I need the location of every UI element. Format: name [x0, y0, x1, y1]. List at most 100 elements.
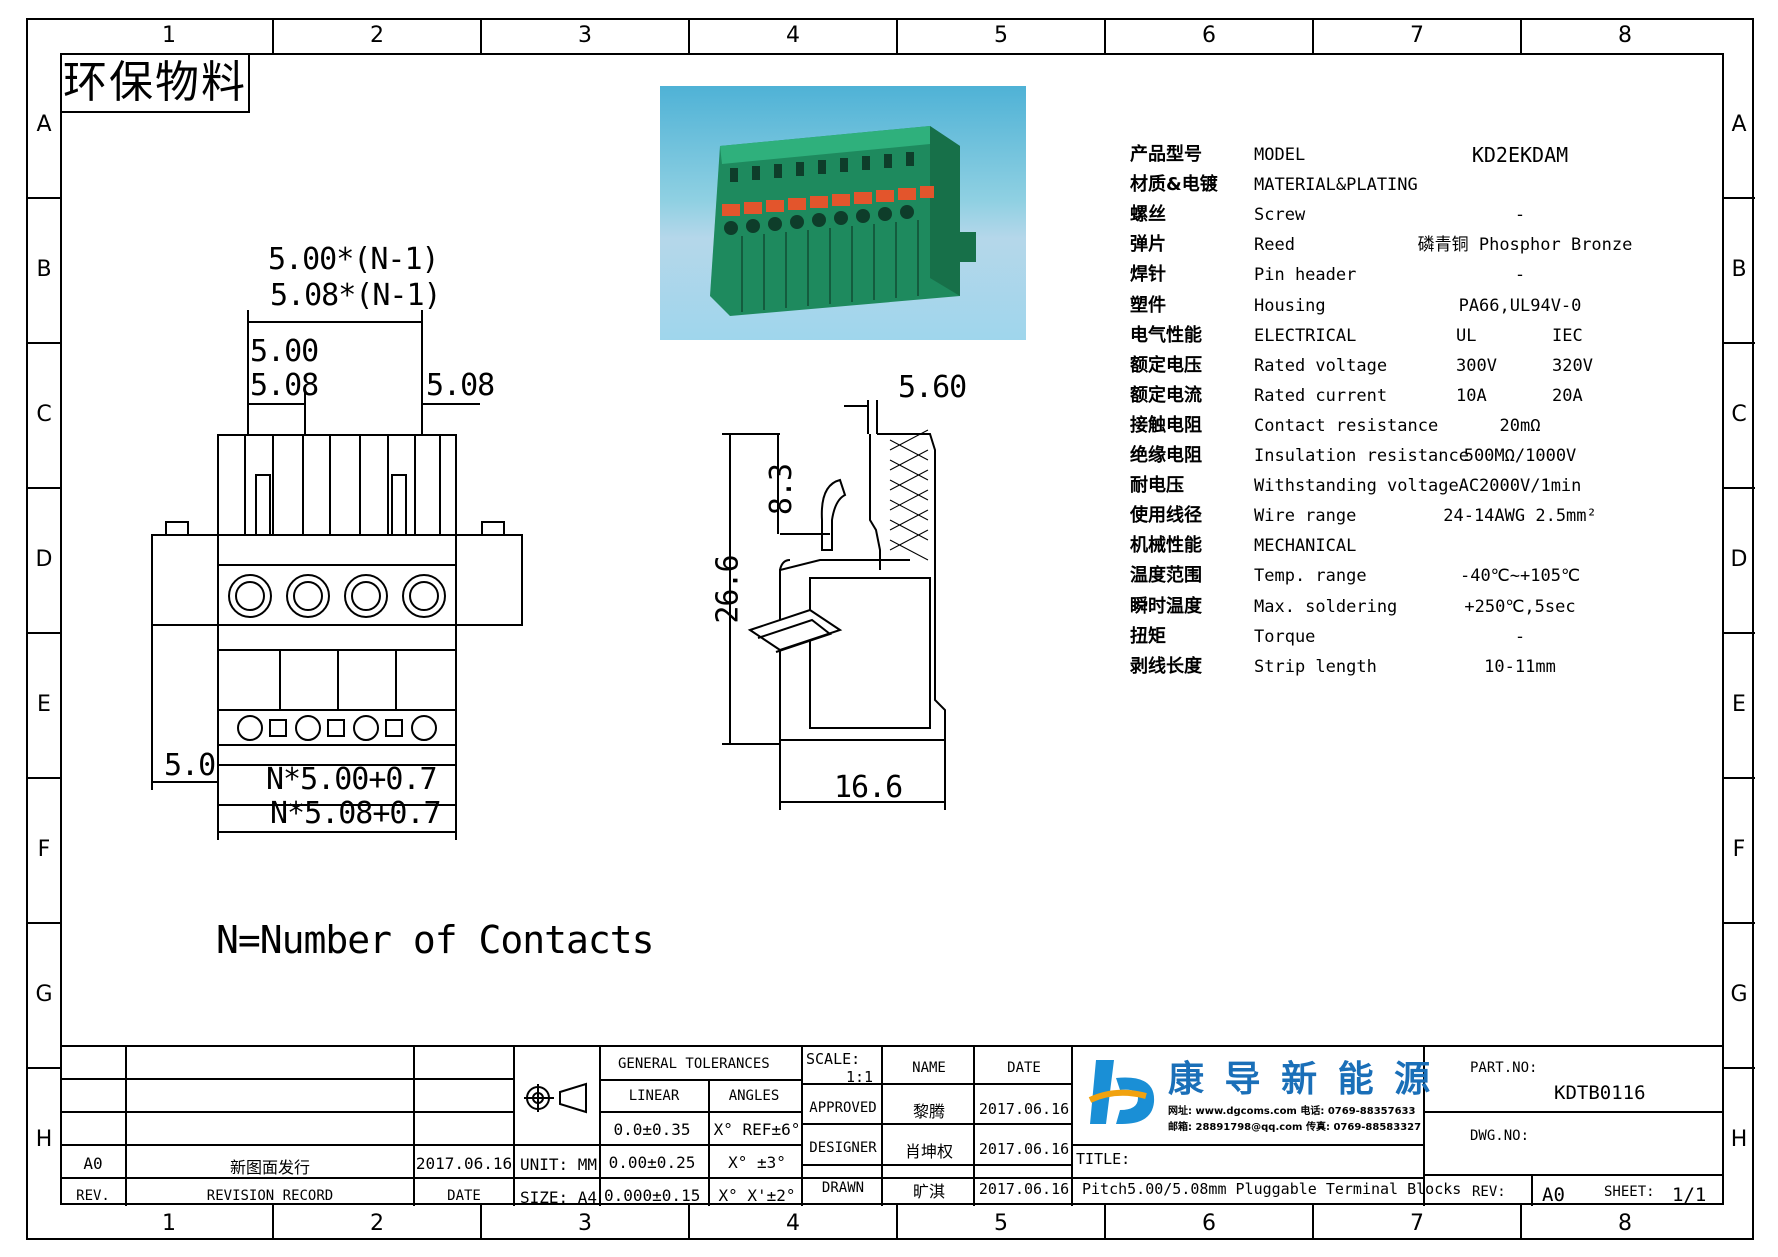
tb-part-no: KDTB0116	[1554, 1082, 1646, 1104]
column-number-bottom: 2	[370, 1211, 384, 1236]
spec-value-iec: IEC	[1552, 325, 1583, 346]
spec-label-cn: 瞬时温度	[1130, 595, 1202, 617]
spec-value: 500MΩ/1000V	[1463, 446, 1577, 466]
column-number-bottom: 1	[162, 1211, 176, 1236]
spec-label-cn: 焊针	[1130, 264, 1166, 286]
spec-label-en: Temp. range	[1254, 566, 1367, 587]
spec-label-cn: 电气性能	[1130, 324, 1202, 346]
title-block-grid	[60, 1045, 1724, 1206]
column-number-top: 7	[1410, 23, 1424, 48]
front-view-drawing	[151, 310, 523, 840]
rev-head-date: DATE	[447, 1188, 481, 1204]
spec-label-en: Rated voltage	[1254, 355, 1388, 376]
spec-value: -40℃~+105℃	[1459, 566, 1581, 587]
row-letter-left: B	[36, 257, 52, 282]
spec-label-cn: 弹片	[1130, 234, 1166, 256]
spec-label-en: Torque	[1254, 626, 1316, 647]
spec-label-en: Max. soldering	[1254, 596, 1398, 617]
spec-label-en: Reed	[1254, 235, 1295, 256]
spec-label-cn: 产品型号	[1130, 144, 1202, 165]
tb-scale-label: SCALE:	[806, 1050, 861, 1068]
spec-label-en: MECHANICAL	[1254, 536, 1357, 557]
tb-angle-2: X° ±3°	[728, 1153, 786, 1172]
column-number-top: 8	[1618, 23, 1632, 48]
spec-value-ul: 10A	[1456, 385, 1487, 406]
tb-approved-date: 2017.06.16	[978, 1100, 1070, 1118]
spec-label-cn: 额定电压	[1130, 354, 1202, 376]
tb-angle-1: X° REF±6°	[713, 1120, 801, 1139]
tb-sheet-label: SHEET:	[1604, 1184, 1655, 1200]
spec-label-cn: 剥线长度	[1130, 655, 1202, 677]
spec-label-en: Contact resistance	[1254, 415, 1439, 436]
spec-label-en: ELECTRICAL	[1254, 325, 1357, 346]
spec-label-cn: 材质&电镀	[1130, 174, 1218, 196]
tb-rev-label: REV:	[1472, 1184, 1506, 1200]
dim-pitch-500: 5.00	[250, 334, 319, 369]
spec-label-en: MODEL	[1254, 145, 1306, 165]
rev-head-rev: REV.	[76, 1188, 110, 1204]
tb-date-label: DATE	[1007, 1060, 1041, 1076]
drawing-outer-frame	[26, 18, 1754, 1240]
row-letter-right: E	[1732, 692, 1746, 717]
tb-approved-name: 黎腾	[912, 1102, 945, 1121]
spec-value: PA66,UL94V-0	[1458, 295, 1582, 316]
tb-title-value: Pitch5.00/5.08mm Pluggable Terminal Bloc…	[1082, 1180, 1462, 1198]
dim-width-166: 16.6	[834, 770, 903, 805]
terminal-block-illustration	[710, 126, 976, 316]
column-number-bottom: 8	[1618, 1211, 1632, 1236]
tb-designer-label: DESIGNER	[809, 1140, 877, 1156]
row-letter-left: A	[36, 112, 52, 137]
spec-value: 10-11mm	[1484, 656, 1556, 677]
spec-value-ul: 300V	[1456, 355, 1497, 376]
dim-width-508: N*5.08+0.7	[270, 796, 442, 831]
row-letter-right: C	[1731, 402, 1747, 427]
tb-drawn-name: 旷淇	[912, 1182, 945, 1201]
spec-label-en: Withstanding voltage	[1254, 476, 1459, 497]
spec-label-cn: 温度范围	[1130, 565, 1202, 587]
tb-angle-3: X° X'±2°	[718, 1186, 796, 1205]
dim-top-gap-560: 5.60	[898, 370, 967, 405]
row-letter-left: G	[35, 982, 53, 1007]
row-letter-right: A	[1731, 112, 1747, 137]
drawing-inner-frame	[60, 53, 1724, 1205]
tb-designer-date: 2017.06.16	[978, 1140, 1070, 1158]
row-letter-right: F	[1732, 837, 1746, 862]
column-number-top: 5	[994, 23, 1008, 48]
spec-label-cn: 接触电阻	[1130, 414, 1202, 436]
tb-linear-1: 0.0±0.35	[613, 1120, 691, 1139]
spec-label-en: MATERIAL&PLATING	[1254, 175, 1418, 196]
spec-label-cn: 螺丝	[1130, 204, 1166, 226]
dim-side-50: 5.0	[164, 748, 216, 783]
company-name: 康 导 新 能 源	[1168, 1059, 1435, 1100]
spec-label-cn: 使用线径	[1130, 505, 1202, 527]
column-number-top: 1	[162, 23, 176, 48]
company-contact-line2: 邮箱: 28891798@qq.com 传真: 0769-88583327	[1168, 1122, 1422, 1133]
tb-drawn-label: DRAWN	[821, 1180, 865, 1196]
tb-drawn-date: 2017.06.16	[978, 1180, 1070, 1198]
spec-label-en: Housing	[1254, 295, 1326, 316]
tb-designer-name: 肖坤权	[904, 1142, 953, 1161]
side-view-drawing	[722, 400, 946, 810]
spec-label-cn: 机械性能	[1130, 535, 1202, 557]
column-number-bottom: 7	[1410, 1211, 1424, 1236]
contacts-note: N=Number of Contacts	[216, 918, 655, 962]
row-letter-left: F	[37, 837, 51, 862]
dim-width-500: N*5.00+0.7	[266, 762, 438, 797]
spec-value: 24-14AWG 2.5mm²	[1443, 506, 1597, 527]
dim-pitch-right-508: 5.08	[426, 368, 495, 403]
eco-material-tag: 环保物料	[60, 53, 250, 113]
spec-label-en: Rated current	[1254, 385, 1388, 406]
rev-row-rev: A0	[83, 1154, 103, 1173]
rev-row-date: 2017.06.16	[415, 1154, 513, 1173]
tb-title-label: TITLE:	[1076, 1150, 1131, 1168]
row-letter-left: H	[35, 1127, 53, 1152]
spec-label-cn: 塑件	[1130, 294, 1166, 316]
tb-part-no-label: PART.NO:	[1470, 1060, 1538, 1076]
column-number-bottom: 3	[578, 1211, 592, 1236]
tb-linear-3: 0.000±0.15	[604, 1186, 701, 1205]
spec-label-en: Strip length	[1254, 656, 1377, 677]
row-letter-right: G	[1730, 982, 1748, 1007]
tb-linear-2: 0.00±0.25	[608, 1153, 696, 1172]
spec-value: -	[1514, 205, 1526, 226]
tb-angles-label: ANGLES	[728, 1088, 780, 1104]
